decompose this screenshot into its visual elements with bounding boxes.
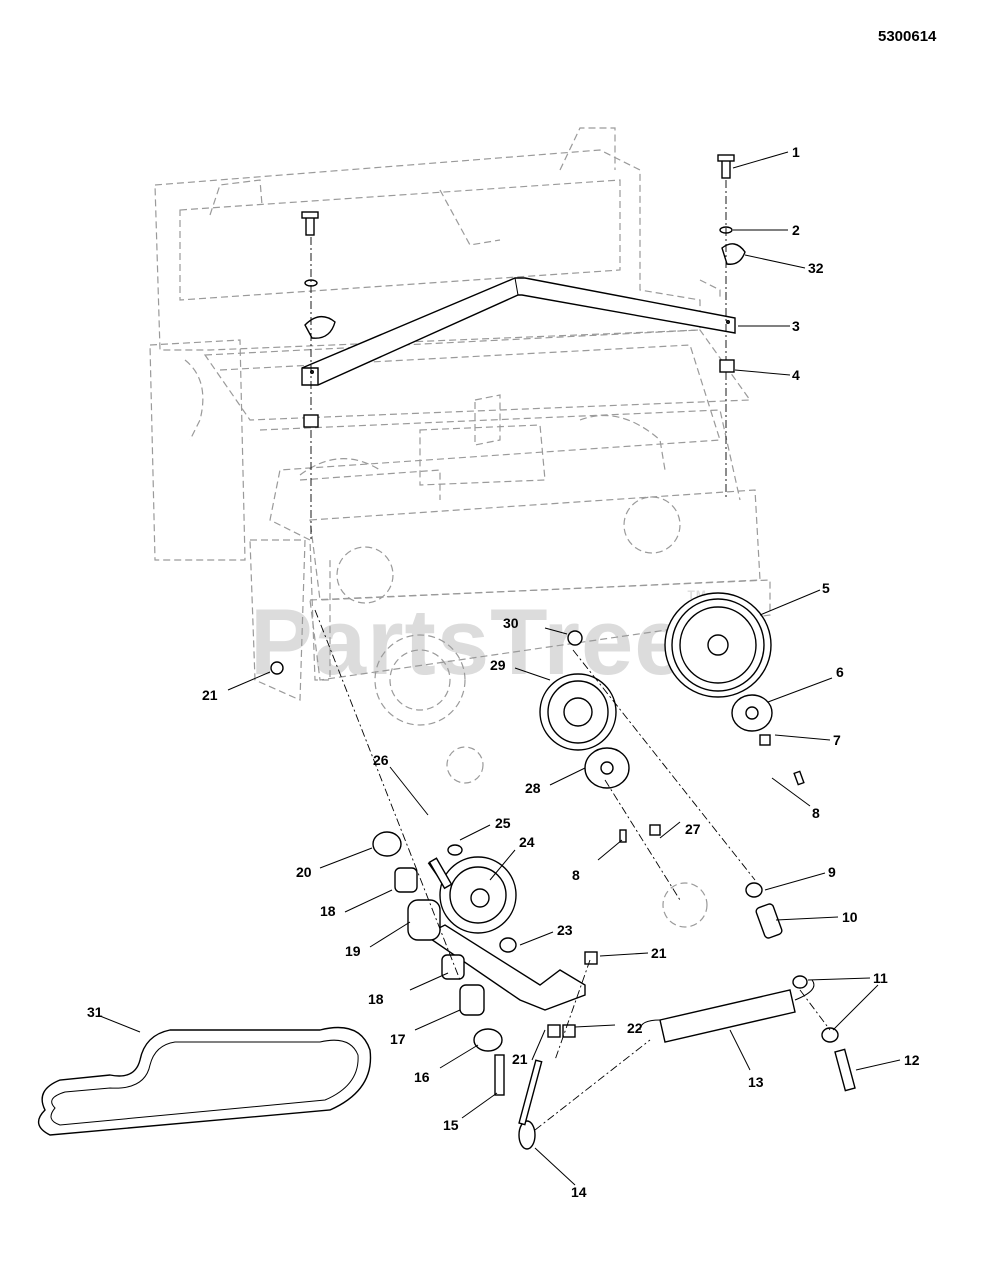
nut-30 xyxy=(567,630,583,646)
callout-labels: 1 2 32 3 4 5 6 7 8 30 29 21 26 25 24 28 … xyxy=(87,144,920,1200)
callout-3: 3 xyxy=(792,318,800,334)
belt-31 xyxy=(37,1026,372,1136)
callout-17: 17 xyxy=(390,1031,406,1047)
callout-21-mid: 21 xyxy=(651,945,667,961)
assembly-axes xyxy=(314,609,831,1131)
callout-18-lower: 18 xyxy=(368,991,384,1007)
document-id: 5300614 xyxy=(878,28,937,45)
pulley-29 xyxy=(539,673,617,751)
callout-30: 30 xyxy=(503,615,519,631)
pulley-5 xyxy=(664,592,772,698)
hardware-right xyxy=(717,154,746,500)
callout-13: 13 xyxy=(748,1074,764,1090)
callout-1: 1 xyxy=(792,144,800,160)
watermark-text: PartsTree xyxy=(250,589,688,694)
callout-24: 24 xyxy=(519,834,535,850)
callout-12: 12 xyxy=(904,1052,920,1068)
callout-10: 10 xyxy=(842,909,858,925)
spring-13 xyxy=(639,979,815,1043)
right-hardware-lower xyxy=(745,882,856,1092)
callout-32: 32 xyxy=(808,260,824,276)
callout-16: 16 xyxy=(414,1069,430,1085)
idler-pulley-24 xyxy=(439,856,517,934)
callout-21-left: 21 xyxy=(202,687,218,703)
callout-19: 19 xyxy=(345,943,361,959)
callout-20: 20 xyxy=(296,864,312,880)
callout-9: 9 xyxy=(828,864,836,880)
spacers xyxy=(372,831,517,1096)
callout-14: 14 xyxy=(571,1184,587,1200)
callout-5: 5 xyxy=(822,580,830,596)
callout-27: 27 xyxy=(685,821,701,837)
hub-28 xyxy=(584,747,630,789)
callout-4: 4 xyxy=(792,367,800,383)
hardware-left xyxy=(301,211,336,540)
eyebolt-14 xyxy=(518,1059,543,1150)
callout-28: 28 xyxy=(525,780,541,796)
callout-26: 26 xyxy=(373,752,389,768)
callout-8-lower: 8 xyxy=(572,867,580,883)
callout-29: 29 xyxy=(490,657,506,673)
nut-21-left xyxy=(270,661,284,675)
mower-frame-phantom xyxy=(149,127,771,928)
callout-23: 23 xyxy=(557,922,573,938)
idler-arm xyxy=(423,924,586,1011)
bolts-small xyxy=(428,734,805,1038)
callout-leaders xyxy=(99,151,901,1186)
callout-7: 7 xyxy=(833,732,841,748)
callout-25: 25 xyxy=(495,815,511,831)
callout-15: 15 xyxy=(443,1117,459,1133)
callout-8-upper: 8 xyxy=(812,805,820,821)
watermark: PartsTreeTM xyxy=(250,588,770,696)
callout-18-upper: 18 xyxy=(320,903,336,919)
callout-31: 31 xyxy=(87,1004,103,1020)
support-bracket xyxy=(301,277,736,386)
callout-11: 11 xyxy=(873,970,888,986)
callout-2: 2 xyxy=(792,222,800,238)
callout-22: 22 xyxy=(627,1020,643,1036)
hub-6 xyxy=(731,694,773,732)
callout-21-lower: 21 xyxy=(512,1051,528,1067)
callout-6: 6 xyxy=(836,664,844,680)
